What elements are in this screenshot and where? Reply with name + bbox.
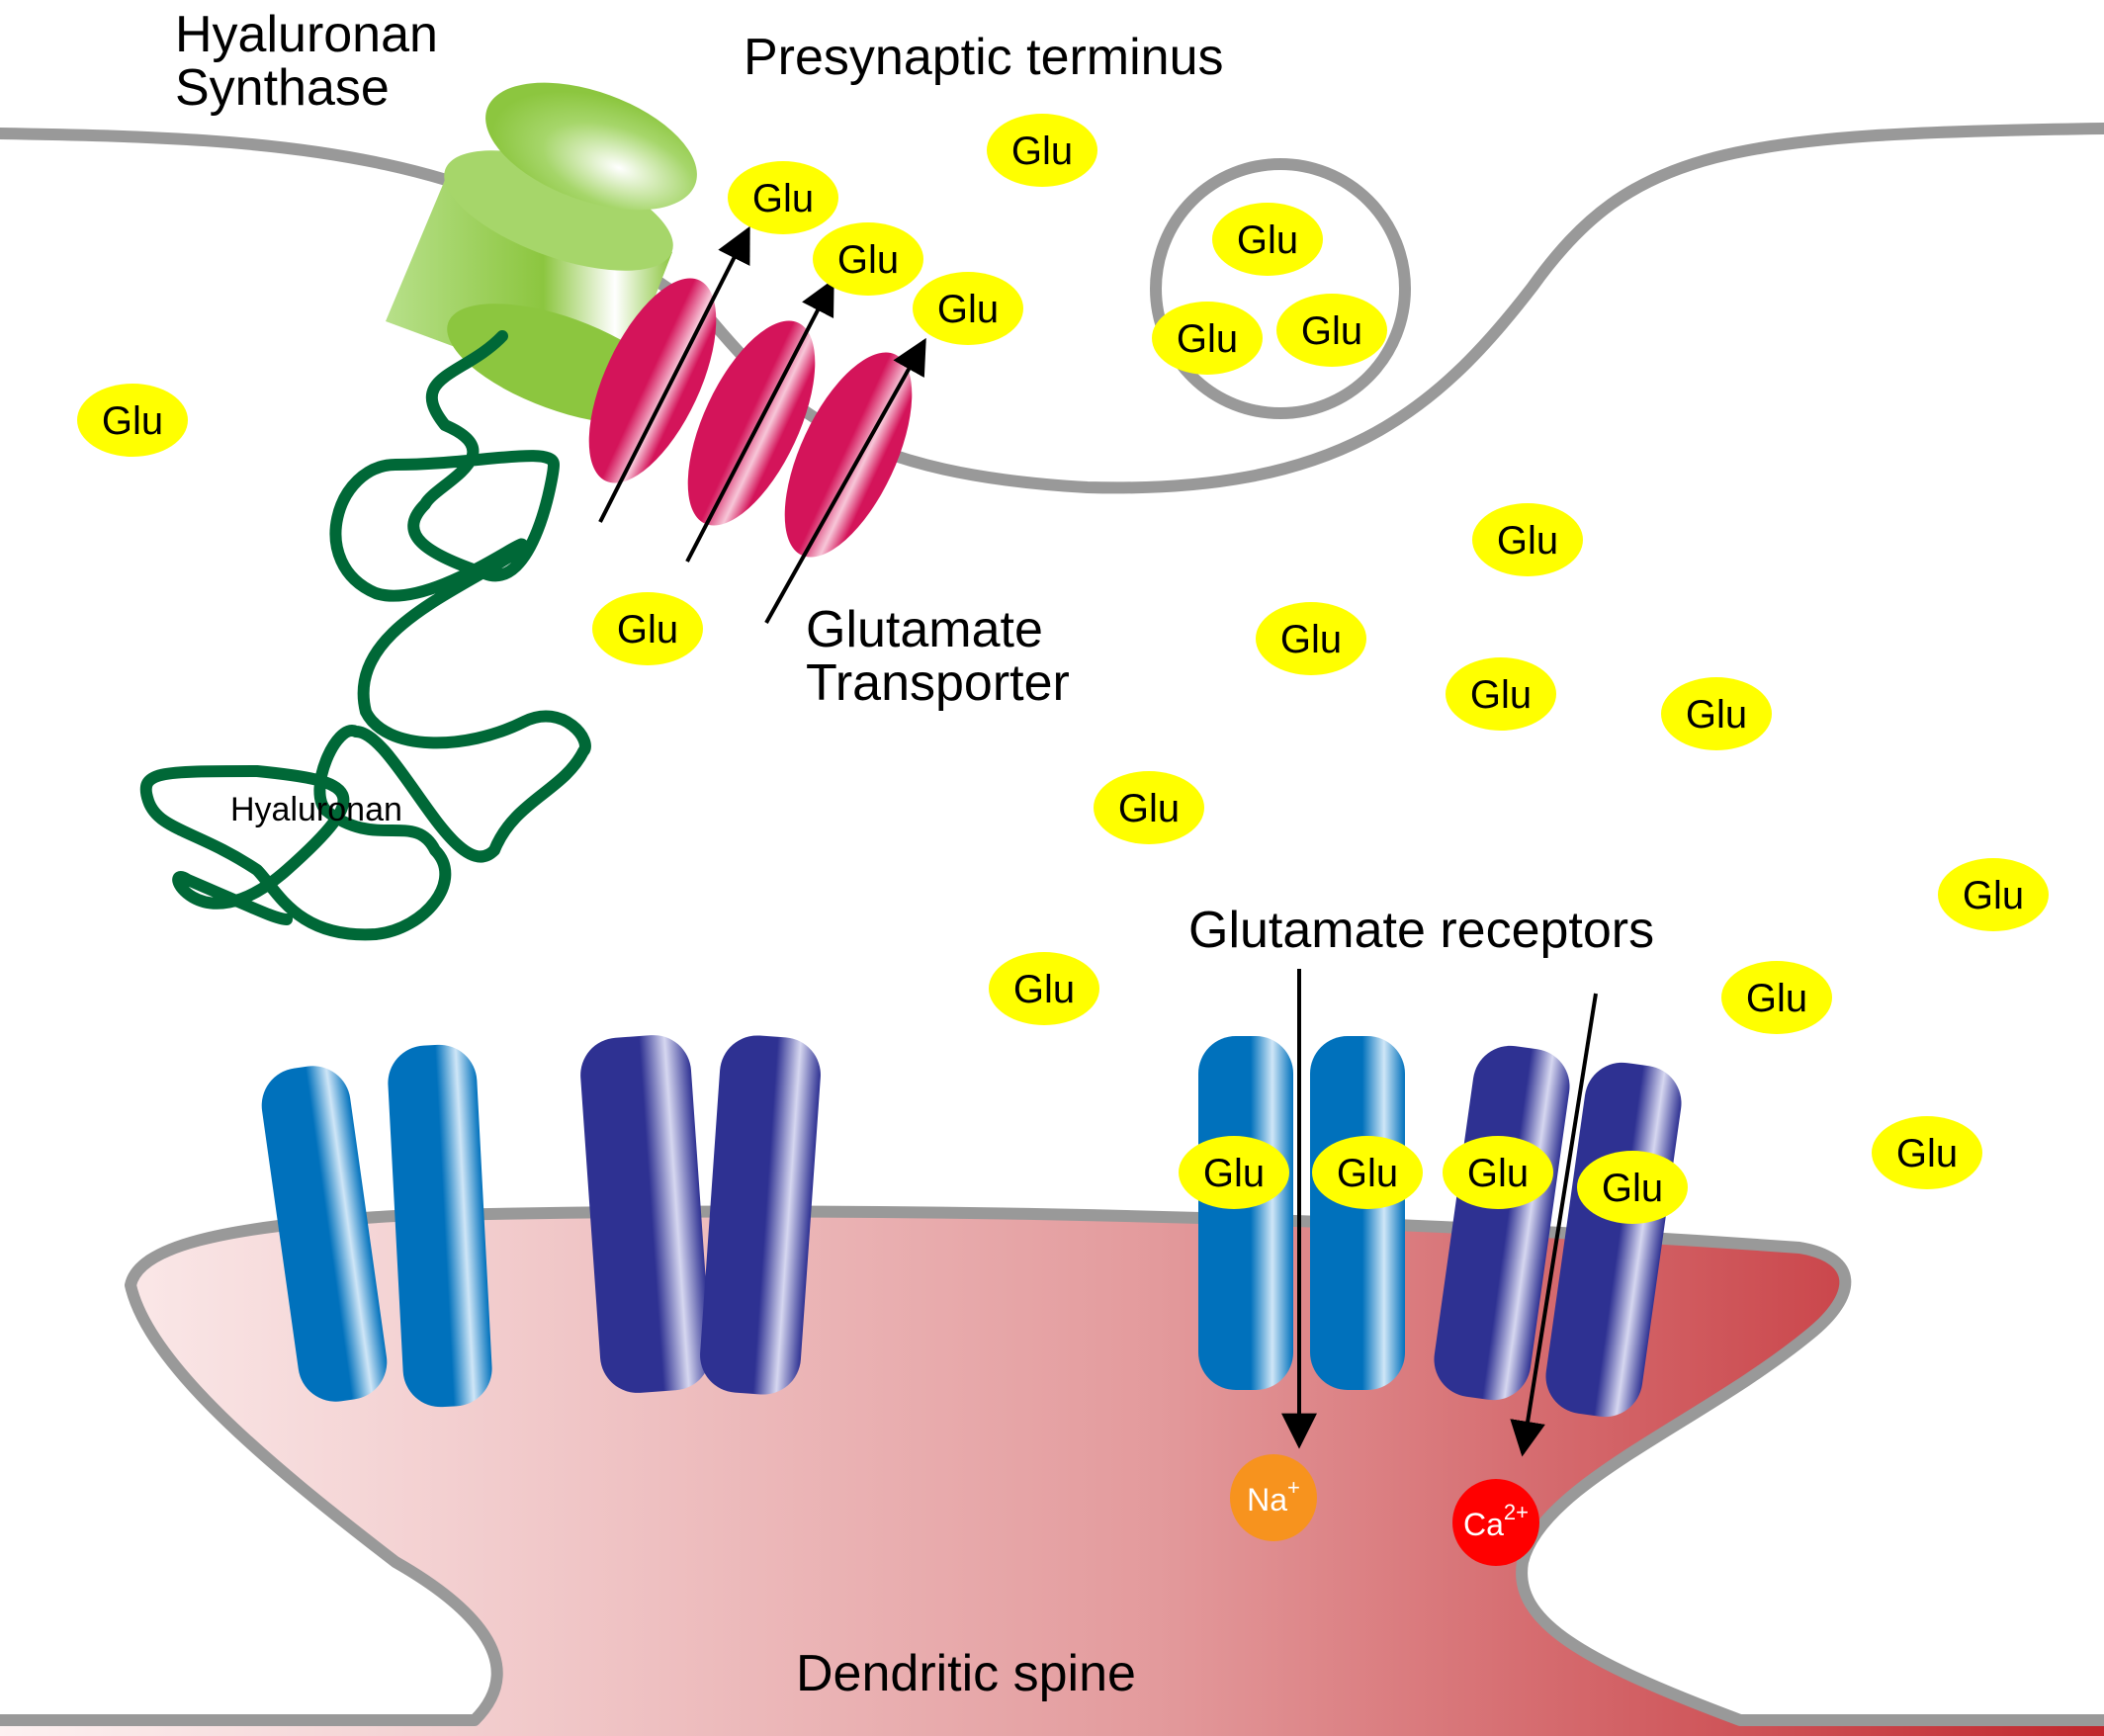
glutamate-transporter-label-line1: Glutamate (806, 601, 1043, 658)
glu-label: Glu (1280, 618, 1342, 661)
glu-molecule: Glu (1256, 602, 1366, 675)
glu-label: Glu (1203, 1152, 1265, 1195)
hyaluronan-strand (139, 330, 591, 941)
glu-molecule: Glu (989, 952, 1099, 1025)
glu-molecule: Glu (1721, 961, 1832, 1034)
sodium-ion: Na+ (1230, 1454, 1317, 1541)
glu-label: Glu (837, 238, 899, 282)
transport-arrows (598, 225, 926, 624)
glutamate-transporter (588, 278, 913, 558)
glu-molecule: Glu (1094, 771, 1204, 844)
glu-molecule: Glu (913, 272, 1023, 345)
glu-label: Glu (1470, 673, 1532, 717)
glu-label: Glu (752, 177, 814, 220)
glu-label: Glu (1013, 968, 1075, 1011)
sodium-charge: + (1287, 1475, 1300, 1500)
hyaluronan-synthase-label-line1: Hyaluronan (175, 6, 438, 63)
glu-label: Glu (1467, 1152, 1529, 1195)
postsynaptic-membrane (0, 1205, 2104, 1726)
synaptic-vesicle (1150, 158, 1411, 419)
glu-label: Glu (1963, 874, 2024, 917)
glu-label: Glu (1011, 130, 1073, 173)
glu-molecule: Glu (1312, 1136, 1423, 1209)
glu-molecule: Glu (1212, 203, 1323, 276)
hyaluronan-synthase-label-line2: Synthase (175, 59, 390, 117)
glu-molecule: Glu (728, 161, 838, 234)
glu-molecule: Glu (1938, 858, 2049, 931)
glu-molecule: Glu (77, 384, 188, 457)
glutamate-receptors (261, 1035, 1682, 1418)
glu-molecule: Glu (1276, 294, 1387, 367)
glu-molecules: Glu Glu Glu Glu Glu Glu Glu Glu Glu Glu … (77, 114, 2049, 1224)
glu-molecule: Glu (1577, 1151, 1688, 1224)
sodium-symbol: Na (1247, 1482, 1287, 1518)
svg-text:Ca2+: Ca2+ (1463, 1500, 1529, 1542)
glu-label: Glu (1686, 693, 1747, 737)
svg-text:Na+: Na+ (1247, 1475, 1300, 1518)
glu-molecule: Glu (1472, 503, 1583, 576)
glu-label: Glu (1237, 218, 1298, 262)
glu-molecule: Glu (987, 114, 1097, 187)
glu-label: Glu (1118, 787, 1180, 830)
glutamate-receptors-label: Glutamate receptors (1188, 902, 1654, 959)
glu-label: Glu (102, 399, 163, 443)
glu-label: Glu (1746, 977, 1807, 1020)
glu-label: Glu (937, 288, 999, 331)
glu-molecule: Glu (1179, 1136, 1289, 1209)
glu-label: Glu (1497, 519, 1558, 563)
glu-molecule: Glu (592, 592, 703, 665)
calcium-symbol: Ca (1463, 1507, 1504, 1542)
glutamate-transporter-label-line2: Transporter (806, 654, 1070, 712)
glu-molecule: Glu (1443, 1136, 1553, 1209)
glu-label: Glu (1602, 1167, 1663, 1210)
glu-molecule: Glu (1872, 1116, 1982, 1189)
glu-molecule: Glu (1152, 302, 1263, 375)
hyaluronan-label: Hyaluronan (230, 791, 402, 828)
presynaptic-terminus-label: Presynaptic terminus (744, 29, 1224, 86)
glu-molecule: Glu (813, 222, 923, 296)
glu-label: Glu (1896, 1132, 1958, 1175)
dendritic-spine-label: Dendritic spine (796, 1645, 1136, 1702)
calcium-charge: 2+ (1504, 1500, 1529, 1524)
ion-influx-arrows (1281, 969, 1598, 1457)
glu-molecule: Glu (1661, 677, 1772, 750)
glu-label: Glu (1337, 1152, 1398, 1195)
glu-label: Glu (617, 608, 678, 651)
glu-molecule: Glu (1446, 657, 1556, 731)
glu-label: Glu (1301, 309, 1362, 353)
glu-label: Glu (1177, 317, 1238, 361)
calcium-ion: Ca2+ (1452, 1479, 1539, 1566)
